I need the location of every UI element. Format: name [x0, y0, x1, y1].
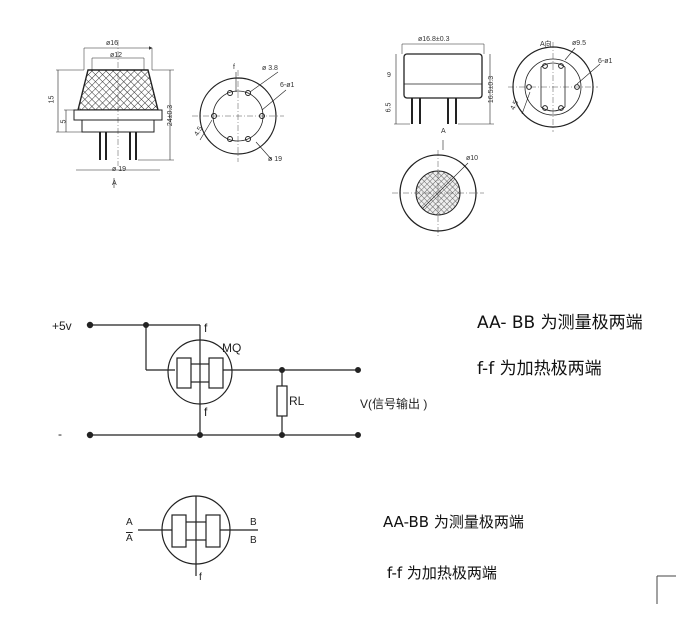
left-inner-dia: ø12	[110, 52, 123, 59]
pin-f-bottom: f	[199, 572, 202, 583]
pin-a-top: A	[126, 517, 133, 528]
rs-datum: A	[441, 128, 446, 135]
sensor-label: MQ	[222, 341, 242, 355]
output-label: V(信号输出 )	[360, 397, 428, 411]
pinout-note-measure: AA-BB 为测量极两端	[383, 513, 524, 531]
lb-holes: 6-ø1	[280, 82, 295, 89]
left-outer-dia: ø16	[106, 40, 119, 47]
rs-h9: 9	[387, 72, 391, 79]
left-total-height: 24±0.3	[167, 104, 175, 127]
rs-body-dia: ø16.8±0.3	[418, 36, 450, 43]
pin-b-top: B	[250, 517, 257, 528]
lb-bottom-dia: ø 19	[268, 156, 283, 163]
note-heater: f-f 为加热极两端	[477, 359, 602, 379]
circuit	[86, 321, 362, 439]
resistor-label: RL	[289, 394, 305, 408]
right-bottom-view	[508, 42, 601, 132]
left-height: 15	[48, 95, 56, 104]
rb-dia: ø9.5	[572, 40, 587, 47]
pinout-note-heater: f-f 为加热极两端	[387, 564, 497, 582]
lb-pin-f: f	[233, 64, 235, 71]
pin-b-bottom: B	[250, 535, 257, 546]
rb-holes: 6-ø1	[598, 58, 613, 65]
left-datum: A	[112, 180, 117, 187]
rs-h165: 16.5±0.3	[488, 75, 496, 104]
lb-hole-small: ø 3.8	[262, 65, 278, 72]
pin-a-bottom: A	[126, 533, 133, 544]
pinout-symbol	[138, 495, 258, 576]
ground-label: -	[58, 427, 62, 441]
rt-dia: ø10	[466, 155, 479, 162]
heater-top-label: f	[204, 321, 208, 335]
left-bottom-dia: ø 19	[112, 166, 127, 173]
note-measure: AA- BB 为测量极两端	[477, 313, 643, 333]
rs-h65: 6.5	[385, 102, 393, 113]
left-bottom-view	[192, 70, 287, 162]
right-side-view	[394, 43, 494, 150]
right-top-view	[392, 150, 484, 236]
supply-label: +5v	[52, 319, 72, 333]
left-side-view	[56, 40, 174, 188]
corner-bracket	[656, 575, 676, 604]
heater-bottom-label: f	[204, 405, 208, 419]
rb-datum: A向	[540, 41, 552, 48]
left-step: 5	[60, 119, 68, 124]
